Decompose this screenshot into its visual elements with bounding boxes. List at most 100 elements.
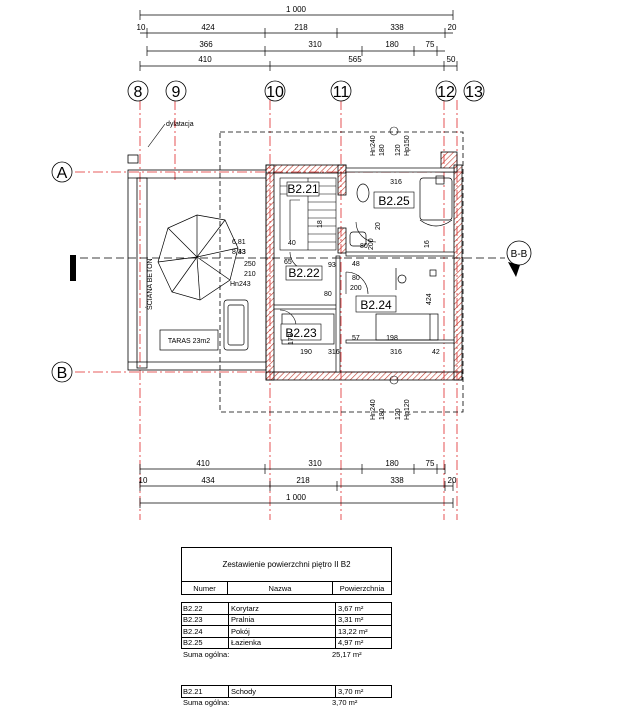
cell-area: 3,31 m² <box>338 615 364 625</box>
dim-top-4: 20 <box>448 23 457 32</box>
dim-top-left: 10 <box>137 23 146 32</box>
table-body-stairs: B2.21 Schody 3,70 m² <box>181 685 392 698</box>
dimension-chain-bottom <box>139 464 454 508</box>
cell-area: 3,67 m² <box>338 603 364 613</box>
axis-label-10: 10 <box>266 84 284 101</box>
table-row: B2.23 Pralnia 3,31 m² <box>182 614 391 626</box>
table-sum: Suma ogólna: 25,17 m² <box>181 649 392 659</box>
axis-label-a: A <box>57 165 68 182</box>
hn-bottom-4: Hp120 <box>404 399 411 420</box>
cell-number: B2.21 <box>182 686 229 697</box>
dim-top3-2: 565 <box>348 55 362 64</box>
hn-bottom-1: Hn240 <box>370 399 377 420</box>
section-mark-label: B-B <box>511 249 528 260</box>
dim-top-3: 338 <box>390 23 404 32</box>
sum-value: 25,17 m² <box>332 649 362 659</box>
cell-number: B2.22 <box>182 603 229 614</box>
inner-dim-21: 16 <box>424 240 431 248</box>
dilatation-label: dylatacja <box>166 121 194 128</box>
cell-area: 4,97 m² <box>338 638 364 648</box>
cell-name: Pralnia <box>229 614 336 625</box>
inner-dim-18: 210 <box>244 271 256 278</box>
dim-top3-1: 410 <box>198 55 212 64</box>
inner-dim-20: 93 <box>328 262 336 269</box>
hn-top-4: Hp150 <box>404 135 411 156</box>
header-area: Powierzchnia <box>339 583 385 593</box>
inner-dim-11: 190 <box>300 349 312 356</box>
inner-dim-22: 40 <box>288 240 296 247</box>
inner-dim-1: 316 <box>390 179 402 186</box>
axis-lines-vertical <box>139 100 458 520</box>
cell-name: Schody <box>229 686 336 697</box>
dimension-chain-top <box>139 10 458 71</box>
inner-dim-27: 8,33 <box>232 249 246 256</box>
cell-area: 13,22 m² <box>338 626 368 636</box>
dim-top-2: 218 <box>294 23 308 32</box>
inner-dim-14: 20 <box>375 222 382 230</box>
cell-name: Pokój <box>229 626 336 637</box>
inner-dim-15: 80 <box>324 291 332 298</box>
interior-walls <box>273 167 455 373</box>
room-b2-25-label: B2.25 <box>378 194 410 208</box>
inner-dim-5: 200 <box>350 285 362 292</box>
inner-dim-4: 80 <box>352 275 360 282</box>
dim-bottom2-1: 434 <box>201 476 215 485</box>
dim-top3-3: 50 <box>447 55 456 64</box>
cell-name: Korytarz <box>229 603 336 614</box>
table-sum-stairs: Suma ogólna: 3,70 m² <box>181 698 392 708</box>
section-line-bb <box>70 240 532 281</box>
inner-dim-26: 6,81 <box>232 239 246 246</box>
inner-dim-10: 42 <box>432 349 440 356</box>
dim-bottom2-2: 218 <box>296 476 310 485</box>
umbrella-symbol <box>157 214 239 301</box>
cell-number: B2.25 <box>182 637 229 648</box>
dim-top-1: 424 <box>201 23 215 32</box>
room-b2-23-label: B2.23 <box>285 326 317 340</box>
dim-overall-top: 1 000 <box>286 5 307 14</box>
inner-dim-13: 316 <box>328 349 340 356</box>
dim-bottom-4: 75 <box>426 459 435 468</box>
header-number: Numer <box>182 582 228 594</box>
dim-bottom-2: 310 <box>308 459 322 468</box>
cell-name: Łazienka <box>229 637 336 648</box>
inner-dim-17: 250 <box>244 261 256 268</box>
inner-dim-25: 65 <box>284 259 292 266</box>
hn-bottom-3: 120 <box>395 408 402 420</box>
lounger-symbol <box>223 299 249 351</box>
inner-dim-24: 43 <box>238 249 246 256</box>
dim-bottom-1: 410 <box>196 459 210 468</box>
axis-label-8: 8 <box>134 84 143 101</box>
table-row: B2.22 Korytarz 3,67 m² <box>182 603 391 615</box>
dim-bottom2-5: 20 <box>448 476 457 485</box>
room-labels <box>280 181 415 341</box>
dim-top2-4: 75 <box>426 40 435 49</box>
inner-dim-19: Hn243 <box>230 281 251 288</box>
hn-top-2: 180 <box>379 144 386 156</box>
inner-dim-12: 178 <box>288 333 295 345</box>
hn-top-1: Hn240 <box>370 135 377 156</box>
inner-dim-2: 200 <box>368 238 375 250</box>
opening-labels-top: Hn240 180 120 Hp150 <box>370 135 411 156</box>
room-b2-24-label: B2.24 <box>360 298 392 312</box>
exterior-walls <box>265 151 463 381</box>
dim-overall-bottom: 1 000 <box>286 493 307 502</box>
sum-label: Suma ogólna: <box>183 649 230 659</box>
inner-dim-7: 198 <box>386 335 398 342</box>
sum2-label: Suma ogólna: <box>183 698 230 707</box>
sum2-value: 3,70 m² <box>332 698 358 707</box>
table-row: B2.24 Pokój 13,22 m² <box>182 626 391 638</box>
cell-number: B2.23 <box>182 614 229 625</box>
room-b2-22-label: B2.22 <box>288 266 320 280</box>
table-row: B2.25 Łazienka 4,97 m² <box>182 637 391 648</box>
inner-dim-16: 18 <box>317 220 324 228</box>
inner-dim-9: 316 <box>390 349 402 356</box>
opening-labels-bottom: Hn240 180 120 Hp120 <box>370 399 411 420</box>
dim-bottom2-3: 338 <box>390 476 404 485</box>
table-body: B2.22 Korytarz 3,67 m² B2.23 Pralnia 3,3… <box>181 602 392 649</box>
roof-outline-dashed <box>219 131 464 413</box>
inner-dim-23: 48 <box>352 261 360 268</box>
dim-bottom-3: 180 <box>385 459 399 468</box>
dim-top2-3: 180 <box>385 40 399 49</box>
dim-bottom2-4: 10 <box>139 476 148 485</box>
